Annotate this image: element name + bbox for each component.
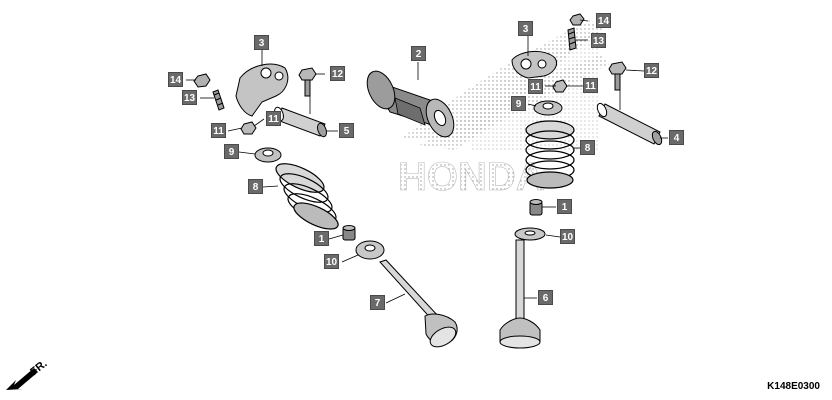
callout-12-right: 12 <box>644 63 659 78</box>
stem-seal-right <box>529 199 543 216</box>
callout-8-right: 8 <box>580 140 595 155</box>
rocker-arm-right <box>511 51 558 79</box>
valve-spring-left <box>275 163 339 230</box>
callout-10-right: 10 <box>560 229 575 244</box>
callout-14-right: 14 <box>596 13 611 28</box>
callout-11-c: 11 <box>211 123 226 138</box>
callout-8-left: 8 <box>248 179 263 194</box>
callout-11-d: 11 <box>266 111 281 126</box>
callout-5: 5 <box>339 123 354 138</box>
adjusting-screw-left <box>212 89 225 111</box>
nut-right <box>552 79 568 93</box>
reference-code: K148E0300 <box>767 381 820 392</box>
spring-retainer-left <box>254 147 282 163</box>
callout-13-right: 13 <box>591 33 606 48</box>
spring-seat-right <box>514 227 546 241</box>
callout-10-left: 10 <box>324 254 339 269</box>
callout-3-left: 3 <box>254 35 269 50</box>
callout-1-left: 1 <box>314 231 329 246</box>
callout-14-left: 14 <box>168 72 183 87</box>
callout-6: 6 <box>538 290 553 305</box>
callout-1-right: 1 <box>557 199 572 214</box>
lock-nut-left <box>193 73 211 88</box>
front-direction-arrow <box>6 368 38 390</box>
callout-7: 7 <box>370 295 385 310</box>
rocker-shaft-left <box>274 106 327 138</box>
honda-logo-text: HONDA <box>398 155 545 199</box>
camshaft <box>366 70 455 138</box>
spring-seat-left <box>355 240 385 260</box>
callout-11-b: 11 <box>583 78 598 93</box>
rocker-shaft-right <box>596 102 663 146</box>
valve-right <box>499 239 541 349</box>
valve-left <box>379 259 458 348</box>
spring-retainer-right <box>533 100 563 116</box>
callout-3-right: 3 <box>518 21 533 36</box>
callout-9-left: 9 <box>224 144 239 159</box>
valve-spring-right <box>525 120 575 189</box>
lock-nut-right <box>569 13 585 26</box>
adjusting-screw-right <box>567 27 577 51</box>
leader-lines <box>186 19 668 304</box>
callout-11-a: 11 <box>528 79 543 94</box>
callout-2: 2 <box>411 46 426 61</box>
nut-left <box>240 121 257 135</box>
callout-4: 4 <box>669 130 684 145</box>
stem-seal-left <box>342 225 356 241</box>
bolt-left <box>298 67 317 97</box>
callout-9-right: 9 <box>511 96 526 111</box>
rocker-arm-left <box>235 63 289 117</box>
callout-13-left: 13 <box>182 90 197 105</box>
callout-12-left: 12 <box>330 66 345 81</box>
bolt-right <box>608 61 627 91</box>
